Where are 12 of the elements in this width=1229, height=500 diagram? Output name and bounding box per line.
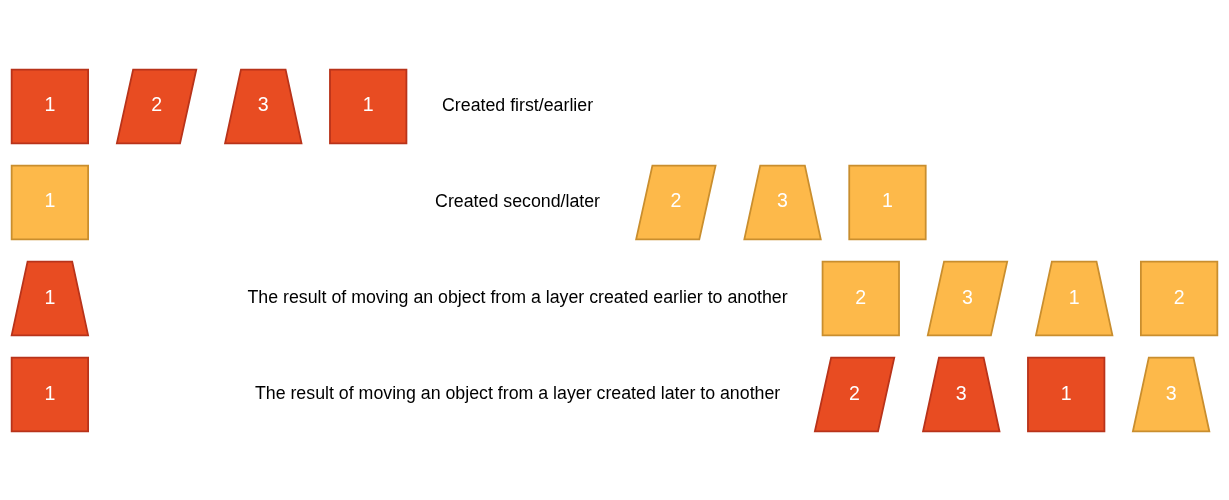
node-box: 1 (10, 356, 89, 432)
label: Created second/later (435, 190, 601, 211)
node-box: 1 (10, 164, 89, 240)
node-box: 1 (10, 68, 89, 144)
label: The result of moving an object from a layer created earlier to another (247, 286, 788, 307)
node-box: 1 (848, 164, 927, 240)
node-box: 1 (1027, 356, 1106, 432)
node-box: 1 (329, 68, 408, 144)
node-box: 2 (1140, 260, 1219, 336)
label: Created first/earlier (442, 94, 594, 115)
node-box: 2 (821, 260, 900, 336)
label: The result of moving an object from a layer created later to another (254, 382, 781, 403)
